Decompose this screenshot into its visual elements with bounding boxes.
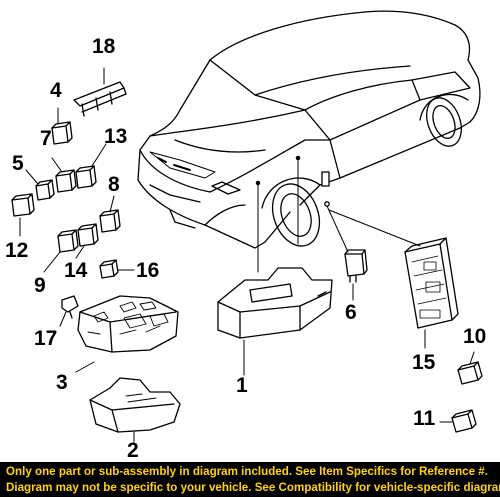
part-5-relay: [35, 179, 55, 201]
callout-3: 3: [56, 371, 68, 394]
part-4-relay: [51, 121, 73, 145]
part-12-relay: [11, 193, 35, 217]
disclaimer-line-1: Only one part or sub-assembly in diagram…: [6, 465, 488, 478]
part-15-control-module: [404, 237, 459, 329]
part-11-relay: [451, 409, 477, 433]
callout-14: 14: [64, 259, 88, 282]
part-3-relay-box: [77, 295, 179, 353]
callout-1: 1: [236, 374, 248, 397]
callout-2: 2: [127, 439, 139, 462]
callout-4: 4: [50, 79, 62, 102]
part-7-relay: [55, 169, 77, 193]
callout-11: 11: [413, 407, 436, 430]
part-2-lower-cover: [89, 377, 181, 433]
part-1-control-unit: [217, 267, 333, 339]
callout-8: 8: [108, 173, 120, 196]
car-illustration: [137, 10, 481, 249]
diagram-artwork: [11, 10, 483, 443]
callout-9: 9: [34, 274, 46, 297]
part-6-relay: [344, 249, 368, 283]
callout-15: 15: [412, 351, 436, 374]
disclaimer-banner: Only one part or sub-assembly in diagram…: [0, 462, 500, 497]
callout-12: 12: [5, 239, 29, 262]
part-8-relay: [99, 209, 121, 233]
callout-13: 13: [104, 125, 128, 148]
disclaimer-line-2: Diagram may not be specific to your vehi…: [6, 481, 500, 494]
callout-17: 17: [34, 327, 58, 350]
callout-5: 5: [12, 152, 24, 175]
callout-6: 6: [345, 301, 357, 324]
callout-15-16: 16: [136, 259, 160, 282]
part-9-relay: [57, 229, 79, 253]
callout-7: 7: [40, 127, 52, 150]
part-14-relay: [77, 223, 99, 247]
callout-10: 10: [463, 325, 487, 348]
callout-18: 18: [92, 35, 116, 58]
part-16-relay: [99, 259, 119, 279]
part-18-bracket: [73, 81, 127, 117]
part-13-relay: [75, 165, 97, 189]
part-17-clip: [61, 295, 79, 319]
part-10-relay: [457, 361, 483, 385]
